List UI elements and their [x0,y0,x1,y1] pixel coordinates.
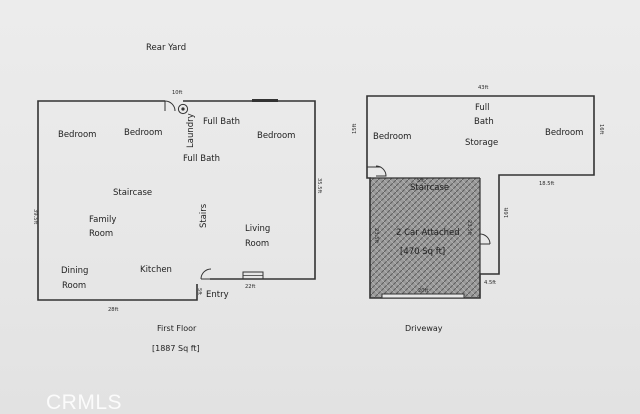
room-family-line-1: Family [89,215,116,225]
second-floor-step-dimension: 18.5ft [539,181,554,187]
room-family-line-2: Room [89,229,113,239]
room-full-line-1: Full [475,103,490,113]
second-floor-right-dimension: 16ft [598,124,604,134]
room-stairs: Stairs [199,203,209,228]
small-dimension: 5ft [417,178,424,184]
room-full-line-2: Bath [474,117,494,127]
second-floor-left-dimension: 15ft [352,124,358,134]
room-kitchen: Kitchen [140,265,172,275]
room-bedroom-2: Bedroom [124,128,162,138]
garage-right-dimension: 23.5ft [466,220,472,235]
room-living-line-1: Living [245,224,270,234]
entry-right-dimension: 22ft [245,284,255,290]
second-floor-top-dimension: 43ft [478,85,488,91]
room-staircase-2: Staircase [410,183,449,193]
side-dimension: 16ft [504,208,510,218]
first-floor-area: [1887 Sq ft] [152,344,200,353]
driveway-caption: Driveway [405,324,443,333]
room-living-line-2: Room [245,239,269,249]
garage-hatched-area [370,178,480,298]
entry-left-dimension: 5ft [196,288,202,295]
garage-label: 2 Car Attached [396,228,460,238]
first-floor-caption: First Floor [157,324,197,333]
room-full-bath-2: Full Bath [183,154,220,164]
room-bedroom-1: Bedroom [58,130,96,140]
room-dining-line-2: Room [62,281,86,291]
room-entry: Entry [206,290,229,300]
first-floor-top-dimension: 10ft [172,90,182,96]
room-staircase: Staircase [113,188,152,198]
room-storage: Storage [465,138,498,148]
first-floor-bottom-dimension: 28ft [108,307,118,313]
second-floor-plan [366,95,595,299]
room-laundry: Laundry [186,113,196,148]
room-bedroom-left: Bedroom [373,132,411,142]
rear-yard-label: Rear Yard [146,43,186,53]
watermark-logo: CRMLS [46,391,122,414]
room-bedroom-right: Bedroom [545,128,583,138]
garage-left-dimension: 23.5ft [373,228,379,243]
garage-area: [470 Sq ft] [400,247,445,257]
first-floor-right-dimension: 35.5ft [316,178,322,193]
room-full-bath-1: Full Bath [203,117,240,127]
garage-bottom-dimension: 20ft [418,288,428,294]
room-bedroom-3: Bedroom [257,131,295,141]
first-floor-plan [37,99,316,301]
first-floor-left-dimension: 39.5ft [32,209,38,224]
room-dining-line-1: Dining [61,266,88,276]
notch-dimension: 4.5ft [484,280,496,286]
